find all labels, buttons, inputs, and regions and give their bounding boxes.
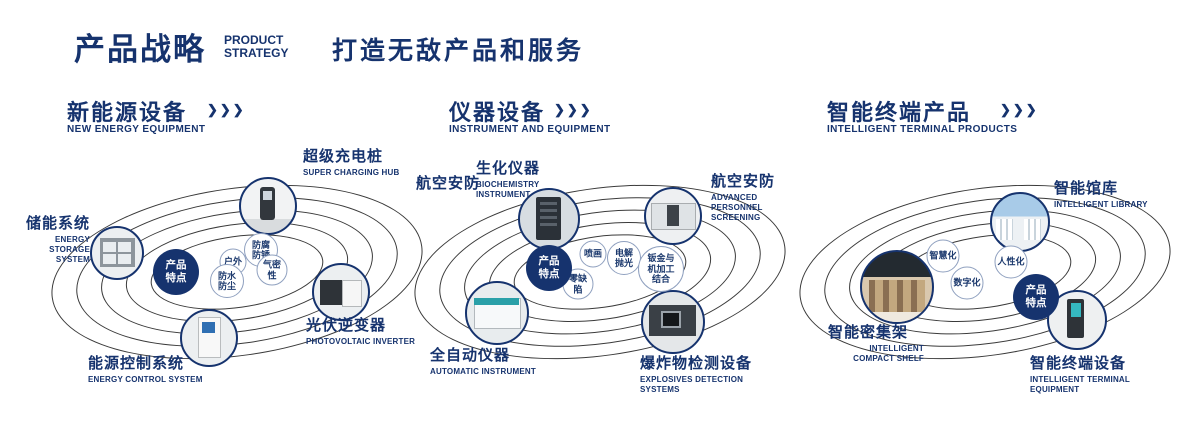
badge-label: 产品特点 [538,254,560,280]
product-label-aviation-security-left: 航空安防 [416,175,496,193]
product-name-en: BIOCHEMISTRY INSTRUMENT [476,179,540,199]
product-name: 航空安防 [711,173,776,190]
feature-bubble: 数字化 [950,266,984,300]
feature-bubble: 气密性 [256,254,288,286]
product-label-intelligent-terminal-equipment: 智能终端设备 INTELLIGENT TERMINAL EQUIPMENT [1030,355,1175,395]
feature-label: 气密性 [262,259,281,280]
feature-label: 零缺陷 [568,273,587,294]
feature-label: 喷画 [583,248,602,259]
page-subtitle-line2: STRATEGY [224,46,289,61]
product-name-en: EXPLOSIVES DETECTION SYSTEMS [640,374,744,394]
product-name: 生化仪器 [476,160,541,177]
product-name-en: INTELLIGENT LIBRARY [1054,199,1148,209]
feature-bubble: 钣金与机加工结合 [638,246,684,292]
product-label-photovoltaic-inverter: 光伏逆变器 PHOTOVOLTAIC INVERTER [306,317,416,347]
section-subtitle-instrument: INSTRUMENT AND EQUIPMENT [449,124,611,135]
feature-label: 钣金与机加工结合 [647,253,675,285]
feature-label: 数字化 [953,277,981,288]
feature-bubble: 防水防尘 [210,264,244,298]
section-title-new-energy: 新能源设备 [67,100,188,125]
feature-label: 智慧化 [929,250,957,261]
product-name: 智能终端设备 [1030,355,1127,372]
triple-chevron-icon: ❯❯❯ [207,102,246,117]
feature-bubble: 零缺陷 [562,268,594,300]
product-name: 光伏逆变器 [306,317,387,334]
page-subtitle: PRODUCT STRATEGY [224,33,289,61]
badge-label: 产品特点 [1025,283,1047,309]
explosives-detection-photo [641,290,705,354]
product-label-intelligent-compact-shelf: 智能密集架 INTELLIGENT COMPACT SHELF [828,324,924,364]
product-name: 智能密集架 [828,324,909,341]
personnel-screening-photo [644,187,702,245]
energy-storage-photo [90,226,144,280]
feature-label: 人性化 [997,256,1025,267]
super-charging-hub-photo [239,177,297,235]
intelligent-library-photo [990,192,1050,252]
product-name: 全自动仪器 [430,347,511,364]
page-subtitle-line1: PRODUCT [224,33,284,47]
product-features-badge: 产品特点 [1013,274,1059,320]
product-label-explosives-detection: 爆炸物检测设备 EXPLOSIVES DETECTION SYSTEMS [640,355,780,395]
triple-chevron-icon: ❯❯❯ [1000,102,1039,117]
product-name: 储能系统 [25,215,90,232]
tagline: 打造无敌产品和服务 [332,37,585,65]
feature-label: 电解抛光 [614,247,633,268]
feature-bubble: 智慧化 [926,239,960,273]
product-features-badge: 产品特点 [526,245,572,291]
product-label-biochemistry-instrument: 生化仪器 BIOCHEMISTRY INSTRUMENT [476,160,566,200]
product-name: 爆炸物检测设备 [640,355,753,372]
product-label-super-charging-hub: 超级充电桩 SUPER CHARGING HUB [303,148,413,178]
product-name-en: INTELLIGENT TERMINAL EQUIPMENT [1030,374,1130,394]
photovoltaic-inverter-photo [312,263,370,321]
product-name-en: AUTOMATIC INSTRUMENT [430,366,536,376]
product-features-badge: 产品特点 [153,249,199,295]
feature-bubble: 人性化 [994,245,1028,279]
feature-label: 防腐防锈 [251,239,270,260]
feature-bubble: 喷画 [579,240,607,268]
badge-label: 产品特点 [165,258,187,284]
product-name-en: SUPER CHARGING HUB [303,167,400,177]
triple-chevron-icon: ❯❯❯ [554,102,593,117]
product-name-en: ADVANCED PERSONNEL SCREENING [711,192,763,223]
product-name-en: ENERGY CONTROL SYSTEM [88,374,203,384]
product-label-aviation-security-right: 航空安防 ADVANCED PERSONNEL SCREENING [711,173,811,224]
section-subtitle-new-energy: NEW ENERGY EQUIPMENT [67,124,206,135]
product-name: 能源控制系统 [88,355,185,372]
section-subtitle-intelligent-terminal: INTELLIGENT TERMINAL PRODUCTS [827,124,1018,135]
feature-label: 防水防尘 [217,270,236,291]
product-name: 航空安防 [416,175,481,192]
feature-label: 户外 [223,256,242,267]
section-title-instrument: 仪器设备 [449,100,546,125]
product-label-energy-control-system: 能源控制系统 ENERGY CONTROL SYSTEM [88,355,208,385]
page-title: 产品战略 [74,32,206,67]
section-title-intelligent-terminal: 智能终端产品 [827,100,972,125]
product-label-automatic-instrument: 全自动仪器 AUTOMATIC INSTRUMENT [430,347,545,377]
automatic-instrument-photo [465,281,529,345]
product-label-energy-storage: 储能系统 ENERGY STORAGE SYSTEM [14,215,90,266]
product-label-intelligent-library: 智能馆库 INTELLIGENT LIBRARY [1054,180,1164,210]
product-name: 智能馆库 [1054,180,1119,197]
energy-control-system-photo [180,309,238,367]
product-name-en: PHOTOVOLTAIC INVERTER [306,336,416,346]
product-name-en: INTELLIGENT COMPACT SHELF [853,343,924,363]
intelligent-compact-shelf-photo [860,250,934,324]
feature-bubble: 电解抛光 [607,241,641,275]
product-name-en: ENERGY STORAGE SYSTEM [49,234,90,265]
product-name: 超级充电桩 [303,148,384,165]
